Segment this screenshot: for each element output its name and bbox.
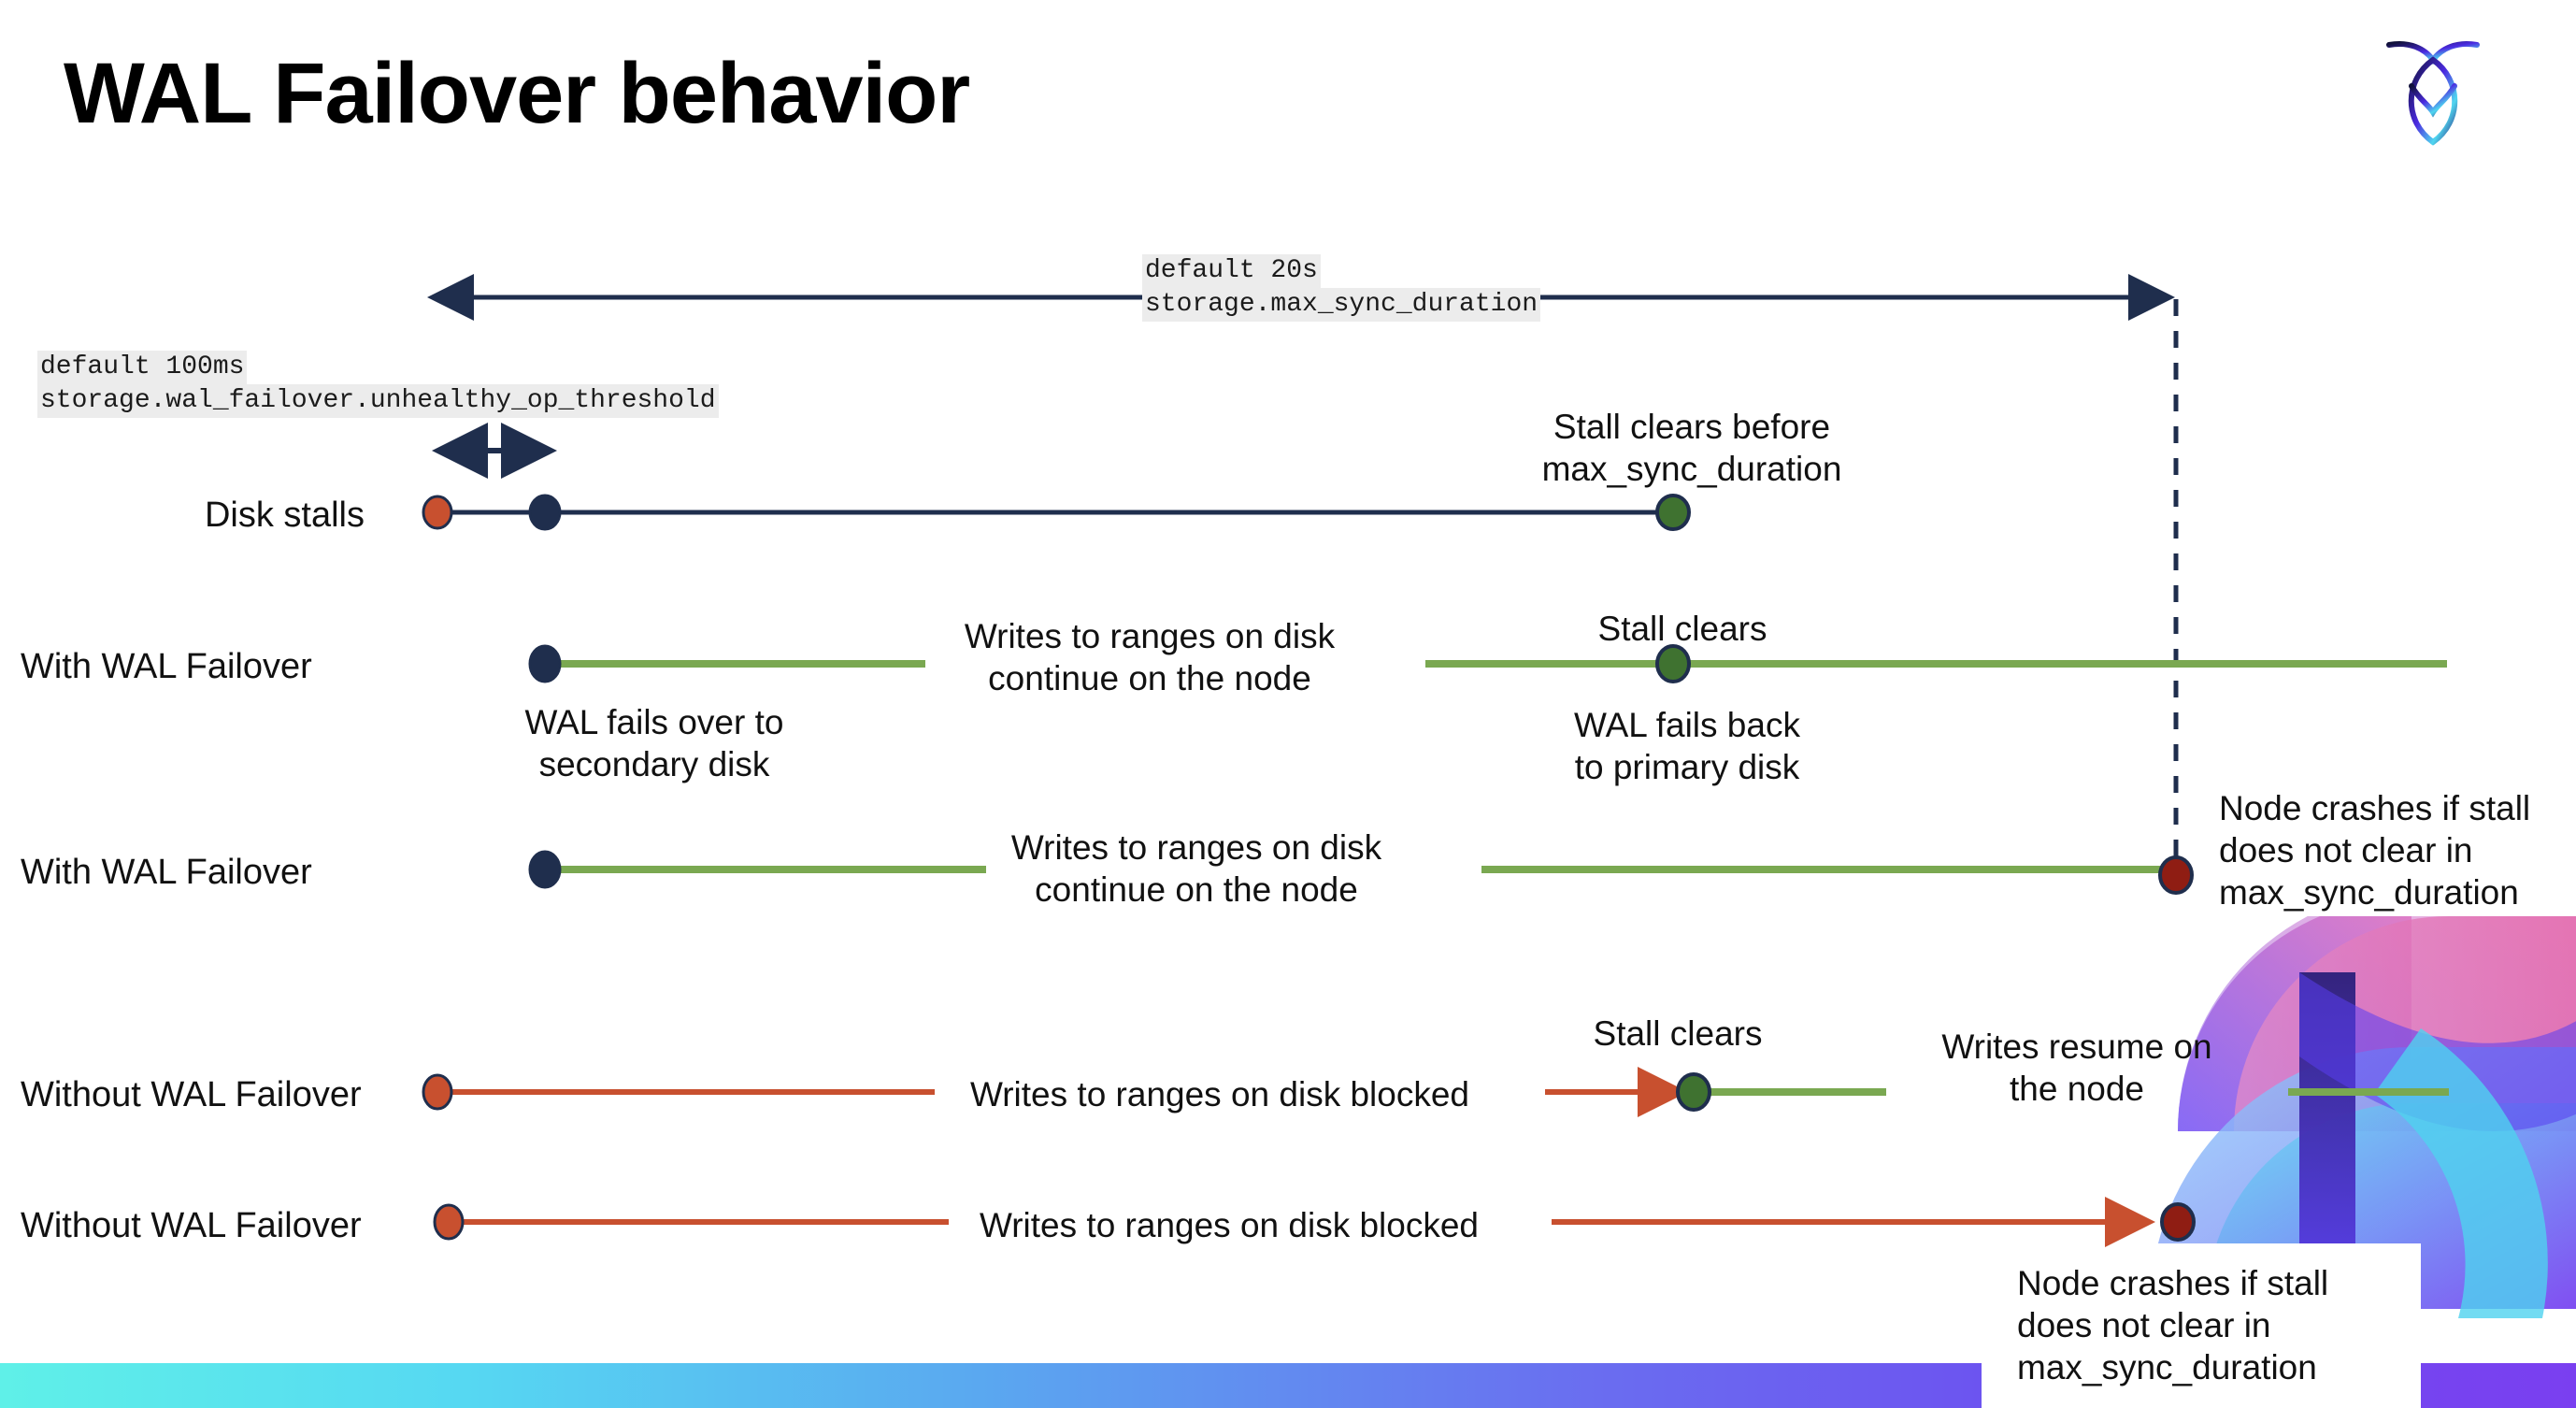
annotation-writes-blocked-row4: Writes to ranges on disk blocked	[969, 1075, 1470, 1113]
marker-stall-start	[422, 1073, 453, 1111]
callout-unhealthy-op-threshold: default 100ms storage.wal_failover.unhea…	[37, 351, 719, 419]
row-label-with-wal-failover-crash: With WAL Failover	[21, 853, 312, 892]
crash-caption-card	[1982, 1243, 2421, 1408]
marker-stall-clear	[1655, 644, 1691, 683]
row-label-without-wal-failover-clears: Without WAL Failover	[21, 1075, 362, 1114]
callout-setting-name: storage.wal_failover.unhealthy_op_thresh…	[37, 384, 719, 419]
row-disk-stalls-track	[422, 494, 1691, 531]
callout-default-value: default 20s	[1142, 254, 1321, 289]
cockroachdb-logo-icon	[2382, 28, 2484, 150]
marker-node-crash	[2158, 855, 2194, 895]
marker-failover-trigger	[528, 644, 562, 683]
row-without-wal-failover-clears-track	[422, 1067, 2449, 1117]
annotation-node-crashes-row3: Node crashes if stall does not clear in …	[2219, 789, 2531, 912]
page-title: WAL Failover behavior	[64, 46, 970, 141]
row-label-disk-stalls: Disk stalls	[204, 496, 365, 535]
row-with-wal-failover-crash-track	[528, 850, 2194, 895]
row-label-without-wal-failover-crash: Without WAL Failover	[21, 1206, 362, 1245]
marker-stall-start	[433, 1203, 465, 1241]
annotation-stall-clears-before-max-sync: Stall clears before max_sync_duration	[1541, 408, 1842, 489]
annotation-writes-blocked-row5: Writes to ranges on disk blocked	[979, 1206, 1480, 1244]
marker-stall-clear	[1676, 1072, 1711, 1112]
marker-failover-trigger	[528, 850, 562, 889]
marker-stall-start	[422, 495, 453, 530]
row-without-wal-failover-crash-track	[433, 1197, 2196, 1247]
annotation-node-crashes-row5: Node crashes if stall does not clear in …	[2017, 1264, 2329, 1387]
callout-default-value: default 100ms	[37, 351, 248, 385]
annotation-writes-resume: Writes resume on the node	[1941, 1027, 2212, 1109]
annotation-writes-continue-row3: Writes to ranges on disk continue on the…	[1010, 828, 1382, 910]
callout-setting-name: storage.max_sync_duration	[1142, 288, 1541, 323]
row-label-with-wal-failover-clears: With WAL Failover	[21, 647, 312, 686]
annotation-writes-continue-row2: Writes to ranges on disk continue on the…	[964, 617, 1336, 698]
marker-stall-clear	[1655, 494, 1691, 531]
marker-node-crash	[2160, 1202, 2196, 1242]
annotation-wal-fails-back: WAL fails back to primary disk	[1574, 706, 1800, 787]
marker-failover-trigger	[528, 494, 562, 531]
annotation-stall-clears-row2: Stall clears	[1597, 610, 1767, 648]
annotation-wal-fails-over: WAL fails over to secondary disk	[524, 703, 784, 784]
row-with-wal-failover-clears-track	[528, 644, 2447, 683]
callout-max-sync-duration: default 20s storage.max_sync_duration	[1142, 254, 1541, 323]
annotation-stall-clears-row4: Stall clears	[1593, 1014, 1763, 1053]
